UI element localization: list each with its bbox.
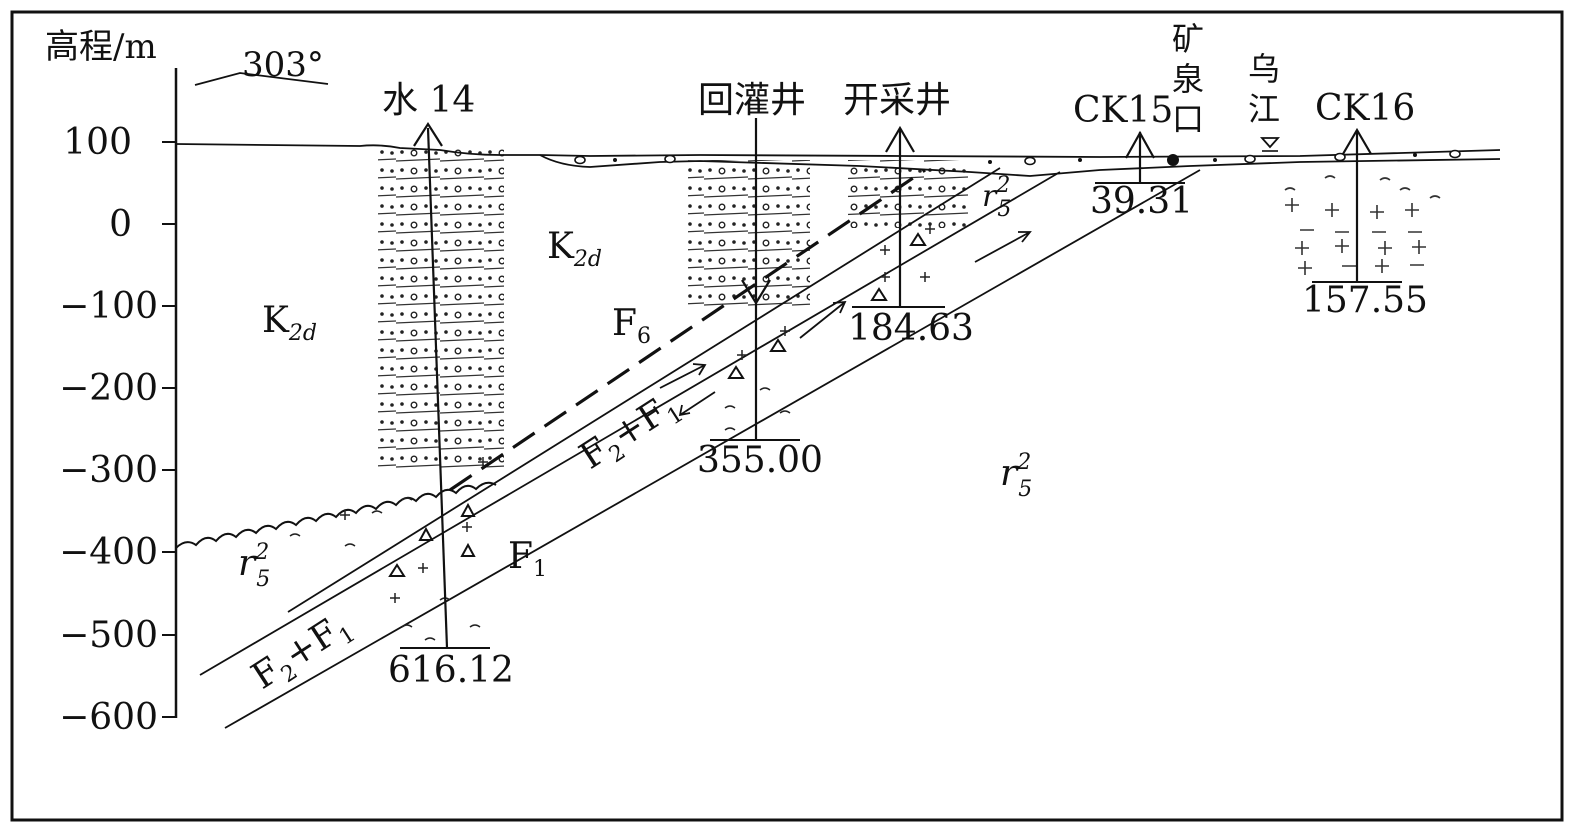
fault-f1 [224,169,1201,729]
formation-k2d-left: K2d [262,300,317,346]
wujiang-river: 乌 江 [1248,50,1281,152]
well-huiguan-label: 回灌井 [698,80,806,121]
tick-0: 0 [109,204,132,245]
spring-char-2: 泉 [1172,60,1204,98]
fault-f2f1-label-lower: F2+F1 [245,604,361,701]
tick-minus-600: −600 [59,697,158,738]
tick-minus-200: −200 [59,368,158,409]
figure-frame [10,10,1564,822]
spring-char-1: 矿 [1172,20,1204,58]
spring-char-3: 口 [1172,100,1204,138]
well-huiguan-depth: 355.00 [697,440,823,481]
well-ck16-label: CK16 [1315,88,1415,129]
elevation-axis: 高程/m 100 0 −100 −200 −300 −400 −500 −600 [45,27,178,738]
orientation-label: 303° [242,45,324,85]
spring-marker-icon [1167,154,1179,166]
fault-f6-dashed [449,168,926,492]
well-kaicai-label: 开采井 [843,80,951,121]
well-ck16-depth: 157.55 [1302,280,1428,321]
well-huiguan: 回灌井 355.00 [697,80,823,481]
fault-f2f1-middle [199,171,1061,676]
well-shui14-label: 水 14 [382,80,475,121]
sandstone-columns [378,148,968,473]
tick-minus-100: −100 [59,286,158,327]
unconformity-line [175,481,497,549]
ground-surface [175,143,1501,177]
well-shui14-depth: 616.12 [388,650,514,691]
ck16-granite-zone [1284,175,1441,275]
flow-arrows [659,231,1032,417]
tick-minus-400: −400 [59,532,158,573]
well-shui14: 水 14 616.12 [382,80,514,691]
mineral-spring-outlet: 矿 泉 口 [1167,20,1204,166]
tick-minus-500: −500 [59,615,158,656]
well-kaicai: 开采井 184.63 [843,80,974,349]
orientation-marker: 303° [194,45,329,86]
formation-k2d-center: K2d [547,226,602,272]
water-level-icon [1259,137,1281,149]
fault-f6-label: F6 [612,303,651,349]
fault-lines [199,167,1201,729]
fault-f1-label: F1 [508,536,547,582]
river-char-2: 江 [1248,90,1280,128]
well-ck15-label: CK15 [1073,90,1173,131]
tick-minus-300: −300 [59,450,158,491]
well-ck16: CK16 157.55 [1302,88,1428,321]
well-kaicai-depth: 184.63 [848,308,974,349]
river-char-1: 乌 [1248,50,1280,88]
fault-f2f1-upper [287,167,1001,613]
well-ck15: CK15 39.31 [1073,90,1193,222]
well-ck15-depth: 39.31 [1090,181,1193,222]
sandstone-column-huiguan [688,160,810,310]
tick-100: 100 [63,122,132,163]
axis-title: 高程/m [45,27,157,67]
sandstone-column-shui14 [378,148,504,473]
